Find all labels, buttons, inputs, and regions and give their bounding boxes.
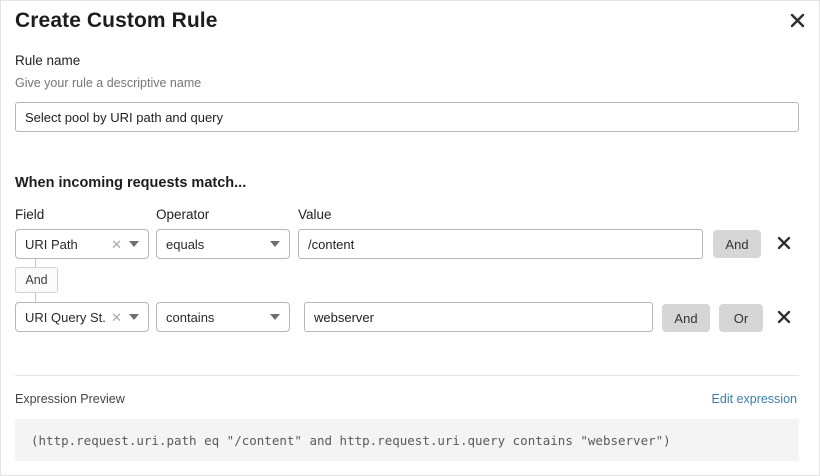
value-input-row-1[interactable] [298,229,703,259]
and-button-row-2[interactable]: And [662,304,710,332]
chevron-down-icon [270,314,280,320]
column-header-field: Field [15,207,45,222]
close-small-icon[interactable]: ✕ [111,236,122,252]
rule-name-label: Rule name [15,53,81,68]
field-select-row-2[interactable]: URI Query St... ✕ [15,302,149,332]
close-small-icon[interactable]: ✕ [111,309,122,325]
column-header-value: Value [298,207,332,222]
close-icon [777,236,791,253]
operator-select-row-1-value: equals [166,236,205,252]
chevron-down-icon [270,241,280,247]
expression-preview-label: Expression Preview [15,392,125,406]
operator-select-row-1[interactable]: equals [156,229,290,259]
connector-line-bottom [35,293,36,302]
close-dialog-button[interactable] [784,7,810,33]
section-divider [15,375,799,376]
or-button-row-2[interactable]: Or [719,304,763,332]
expression-preview-code: (http.request.uri.path eq "/content" and… [15,419,799,461]
rule-name-input[interactable] [15,102,799,132]
operator-select-row-2[interactable]: contains [156,302,290,332]
field-select-row-1-value: URI Path [25,236,78,252]
remove-condition-row-2[interactable] [773,307,795,329]
page-title: Create Custom Rule [15,9,218,32]
connector-line-top [35,259,36,268]
chevron-down-icon [129,241,139,247]
rule-name-hint: Give your rule a descriptive name [15,76,202,90]
and-button-row-1[interactable]: And [713,230,761,258]
close-icon [777,310,791,327]
close-icon [790,13,805,28]
remove-condition-row-1[interactable] [773,233,795,255]
field-select-row-1[interactable]: URI Path ✕ [15,229,149,259]
field-select-row-2-value: URI Query St... [25,309,108,325]
operator-select-row-2-value: contains [166,309,215,325]
edit-expression-link[interactable]: Edit expression [711,392,797,406]
match-section-heading: When incoming requests match... [15,175,247,191]
connector-and-badge[interactable]: And [15,267,58,293]
column-header-operator: Operator [156,207,210,222]
chevron-down-icon [129,314,139,320]
value-input-row-2[interactable] [304,302,653,332]
